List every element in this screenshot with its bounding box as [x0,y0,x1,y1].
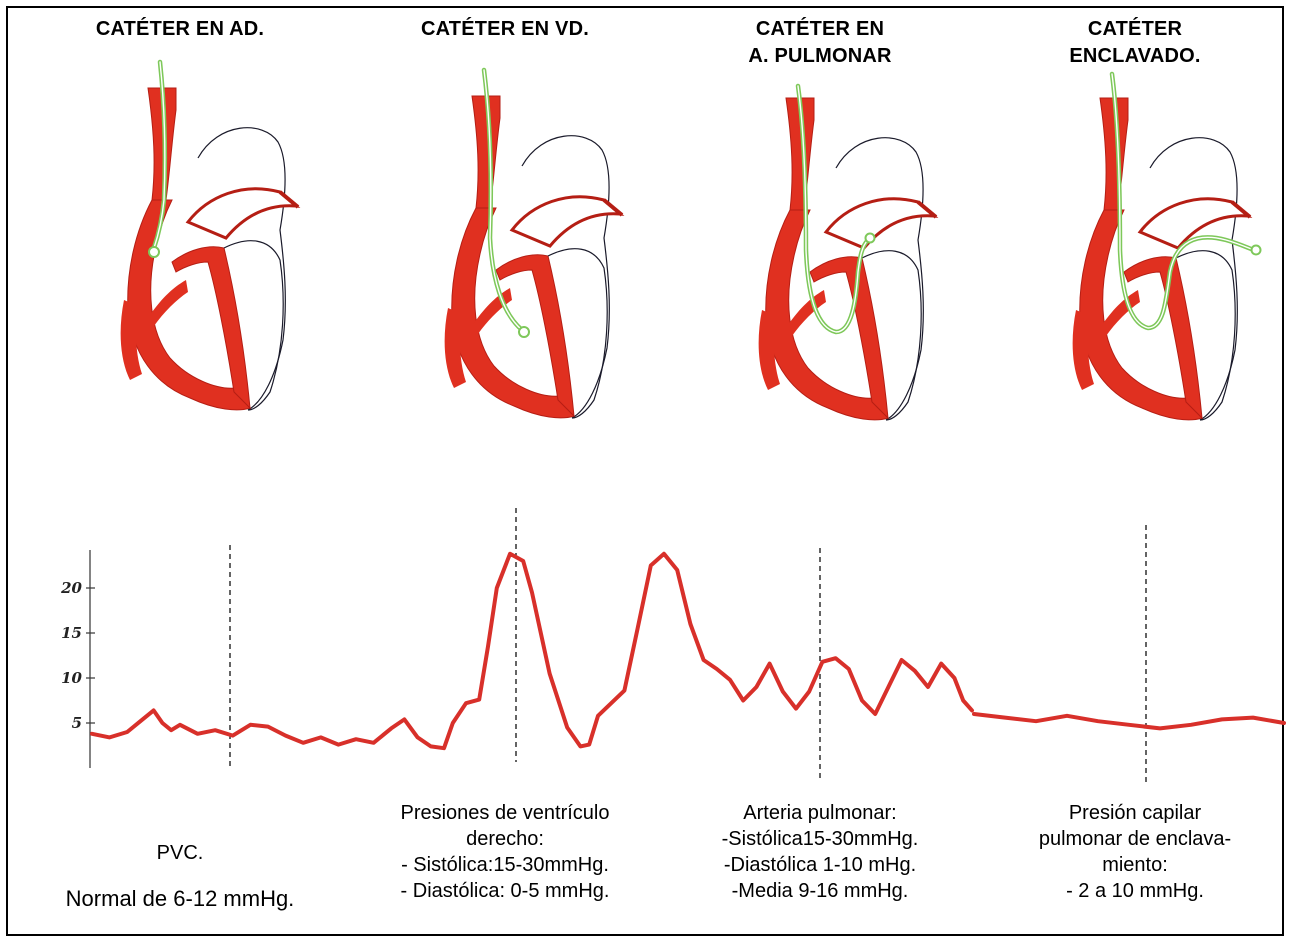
y-tick-label-5: 5 [72,714,82,732]
caption-right-atrium: PVC. Normal de 6-12 mmHg. [30,830,330,922]
wedge-waveform [974,714,1284,728]
caption-right-ventricle: Presiones de ventrículo derecho: - Sistó… [355,800,655,904]
y-tick-label-20: 20 [60,579,82,597]
caption-wedged: Presión capilar pulmonar de enclava- mie… [985,800,1285,904]
pressure-trace-chart: 5 10 15 20 [0,0,1291,800]
caption-pulmonary-artery: Arteria pulmonar: -Sistólica15-30mmHg. -… [670,800,970,904]
y-tick-label-10: 10 [61,669,82,687]
pressure-waveform [92,554,972,748]
y-tick-label-15: 15 [61,624,82,642]
